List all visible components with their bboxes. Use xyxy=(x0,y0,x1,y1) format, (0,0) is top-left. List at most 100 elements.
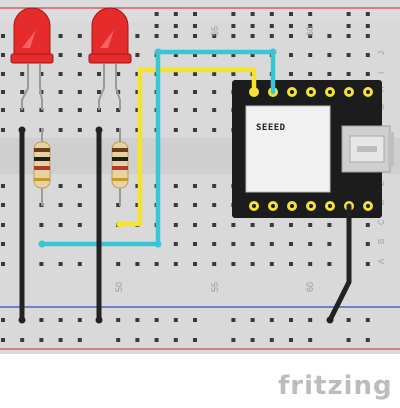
breadboard-hole xyxy=(1,203,5,207)
breadboard-hole xyxy=(154,12,159,16)
breadboard-hole xyxy=(97,90,101,94)
wire-end-markers xyxy=(18,48,334,324)
resistor-2[interactable] xyxy=(111,128,129,206)
breadboard-hole xyxy=(365,53,370,57)
breadboard-hole xyxy=(173,223,178,227)
led-2[interactable] xyxy=(88,7,132,110)
breadboard-hole xyxy=(20,72,25,76)
breadboard-hole xyxy=(308,318,313,322)
led-2-highlight xyxy=(100,30,114,48)
breadboard-hole xyxy=(154,318,159,322)
breadboard-hole xyxy=(77,34,82,38)
breadboard-hole xyxy=(135,262,140,266)
breadboard-hole xyxy=(250,242,255,246)
breadboard-hole xyxy=(250,338,255,342)
breadboard-hole xyxy=(327,242,332,246)
breadboard-hole xyxy=(346,53,351,57)
breadboard-hole xyxy=(212,203,217,207)
breadboard-hole xyxy=(308,34,313,38)
breadboard-hole xyxy=(116,203,121,207)
breadboard-hole xyxy=(39,223,44,227)
breadboard-hole xyxy=(77,338,82,342)
resistor-1[interactable] xyxy=(33,128,51,206)
black-wire-3[interactable] xyxy=(327,203,352,323)
breadboard-hole xyxy=(154,262,159,266)
breadboard-hole xyxy=(1,184,5,188)
breadboard-hole xyxy=(308,338,313,342)
breadboard-hole xyxy=(1,242,5,246)
seeed-module[interactable]: SEEED xyxy=(232,80,394,218)
breadboard-hole xyxy=(58,338,63,342)
breadboard-hole xyxy=(365,338,370,342)
breadboard-hole xyxy=(231,223,236,227)
row-label-j: J xyxy=(377,51,386,55)
breadboard-hole xyxy=(58,53,63,57)
breadboard-hole xyxy=(39,72,44,76)
breadboard-hole xyxy=(308,24,313,28)
led-1-rim xyxy=(10,53,54,64)
breadboard-hole xyxy=(365,72,370,76)
breadboard-hole xyxy=(173,90,178,94)
bottom-col-label-50: 50 xyxy=(114,282,124,292)
breadboard-hole xyxy=(193,203,197,207)
breadboard-hole xyxy=(20,90,25,94)
breadboard-hole xyxy=(77,53,82,57)
breadboard-hole xyxy=(1,34,5,38)
row-label-c: C xyxy=(377,219,386,225)
breadboard-hole xyxy=(116,338,121,342)
breadboard-hole xyxy=(77,203,82,207)
breadboard-hole xyxy=(154,34,159,38)
breadboard-hole xyxy=(58,203,63,207)
breadboard-hole xyxy=(193,108,197,112)
breadboard-hole xyxy=(365,12,370,16)
breadboard-hole xyxy=(365,223,370,227)
breadboard-hole xyxy=(154,24,159,28)
breadboard-hole xyxy=(193,53,197,57)
breadboard-hole xyxy=(231,34,236,38)
breadboard-hole xyxy=(193,34,197,38)
breadboard-hole xyxy=(289,262,293,266)
module-top-pins xyxy=(249,87,373,97)
breadboard-hole xyxy=(135,318,140,322)
led-1[interactable] xyxy=(10,7,54,110)
breadboard-hole xyxy=(346,34,351,38)
breadboard-hole xyxy=(212,128,217,132)
breadboard-hole xyxy=(308,242,313,246)
bottom-col-label-55: 55 xyxy=(210,282,220,292)
breadboard-hole xyxy=(289,53,293,57)
breadboard-hole xyxy=(1,53,5,57)
breadboard-hole xyxy=(116,318,121,322)
breadboard-hole xyxy=(269,34,274,38)
usb-connector xyxy=(341,125,394,173)
breadboard-hole xyxy=(135,108,140,112)
breadboard-hole xyxy=(39,262,44,266)
breadboard-hole xyxy=(212,72,217,76)
module-shield xyxy=(245,105,331,193)
breadboard-hole xyxy=(269,242,274,246)
breadboard-hole xyxy=(1,318,5,322)
breadboard-hole xyxy=(173,34,178,38)
breadboard-hole xyxy=(365,242,370,246)
breadboard-hole xyxy=(365,34,370,38)
breadboard-hole xyxy=(231,318,236,322)
yellow-wire[interactable] xyxy=(117,67,257,227)
breadboard-hole xyxy=(58,108,63,112)
breadboard-hole xyxy=(173,72,178,76)
breadboard-hole xyxy=(250,223,255,227)
breadboard-hole xyxy=(269,24,274,28)
breadboard-hole xyxy=(212,90,217,94)
breadboard-hole xyxy=(1,223,5,227)
breadboard-hole xyxy=(193,184,197,188)
breadboard-hole xyxy=(289,12,293,16)
breadboard-hole xyxy=(173,128,178,132)
breadboard-hole xyxy=(193,12,197,16)
breadboard-hole xyxy=(308,53,313,57)
breadboard-hole xyxy=(193,90,197,94)
breadboard-hole xyxy=(135,203,140,207)
breadboard-hole xyxy=(308,72,313,76)
breadboard-hole xyxy=(135,338,140,342)
breadboard-hole xyxy=(289,24,293,28)
breadboard-hole xyxy=(135,53,140,57)
breadboard-hole xyxy=(77,128,82,132)
